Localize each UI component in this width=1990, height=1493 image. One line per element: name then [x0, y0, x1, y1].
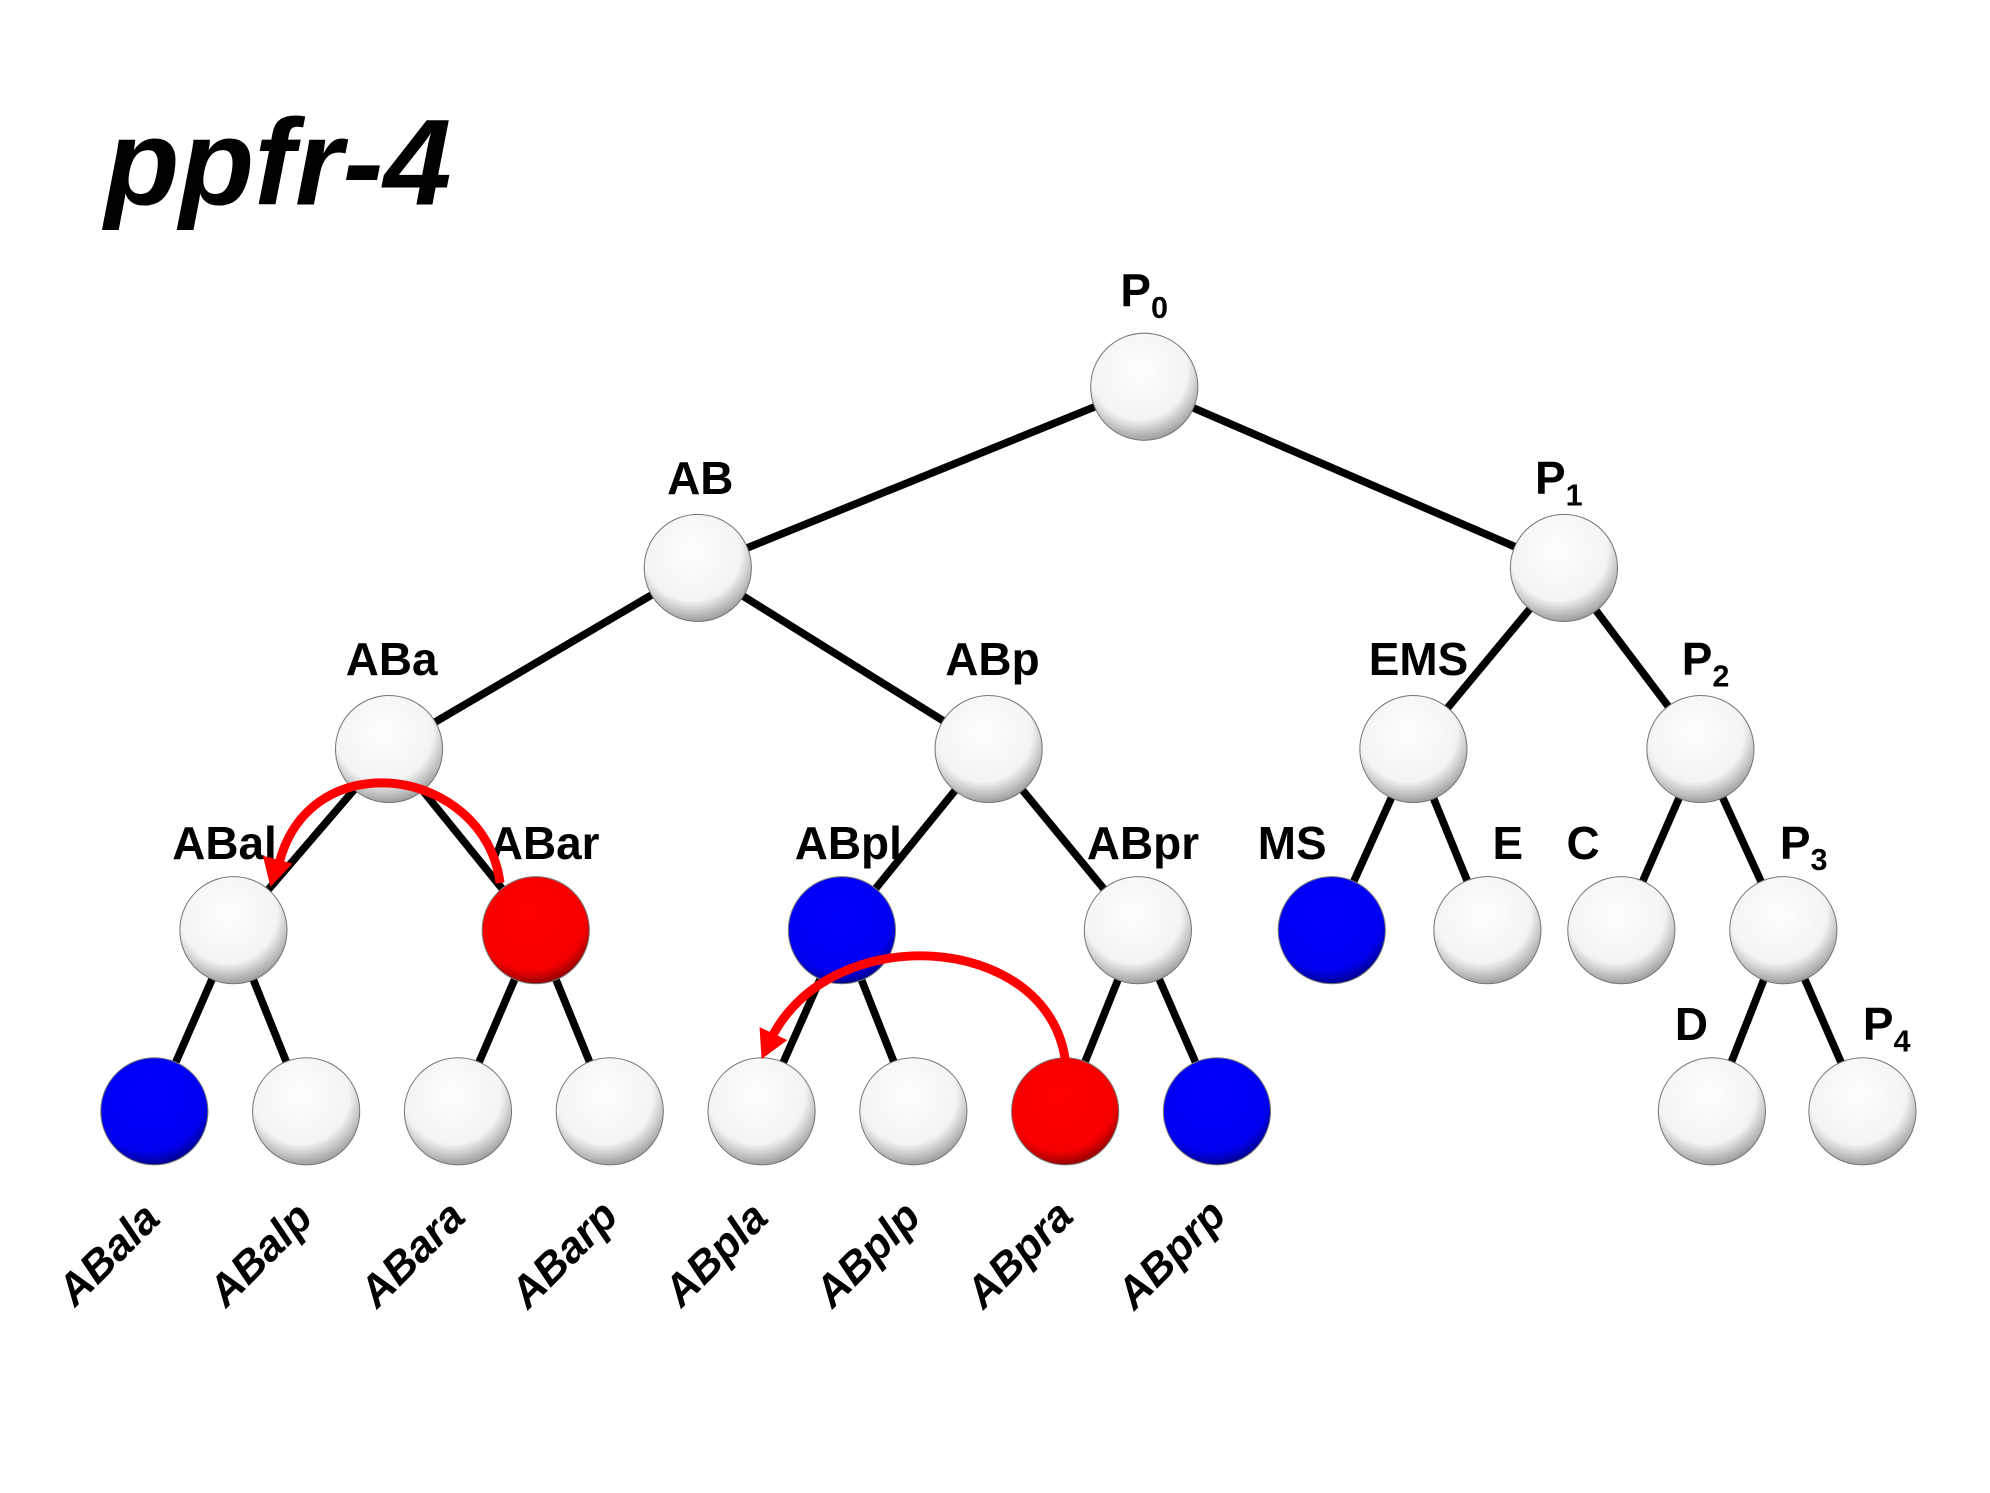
cell-label-ABpra: ABpra [956, 1192, 1083, 1319]
cell-ABalp [252, 1057, 361, 1166]
cell-label-EMS: EMS [1369, 633, 1468, 685]
lineage-edge-AB-ABp [695, 564, 991, 753]
cell-D [1657, 1057, 1766, 1166]
cell-MS [1277, 876, 1386, 985]
lineage-edge-P0-P1 [1142, 383, 1566, 572]
cell-label-ABpr: ABpr [1087, 817, 1199, 869]
cell-ABprp [1162, 1057, 1272, 1166]
cell-AB [643, 513, 752, 622]
migration-arrow-ABar-to-ABal [273, 778, 505, 884]
cell-label-D: D [1675, 998, 1708, 1050]
cell-ABpla [707, 1057, 816, 1166]
cell-label-AB: AB [667, 452, 733, 504]
cell-E [1433, 876, 1542, 985]
cell-EMS [1359, 694, 1468, 804]
cell-label-E: E [1492, 817, 1523, 869]
cell-label-ABplp: ABplp [805, 1192, 930, 1317]
cell-P2 [1646, 694, 1755, 804]
cell-ABa [334, 694, 444, 804]
cell-label-ABar: ABar [490, 817, 600, 869]
cell-label-ABa: ABa [346, 633, 438, 685]
cell-P3 [1729, 876, 1838, 985]
cell-label-ABarp: ABarp [500, 1192, 627, 1319]
cell-ABala [100, 1057, 209, 1166]
cell-P0 [1090, 332, 1199, 441]
cell-label-P1: P1 [1535, 452, 1583, 512]
cell-label-C: C [1566, 817, 1599, 869]
cell-ABal [179, 876, 288, 985]
cell-ABarp [555, 1057, 664, 1166]
cell-ABp [934, 694, 1043, 804]
migration-arrow-ABpra-to-ABpla [766, 951, 1070, 1060]
cell-label-P0: P0 [1120, 264, 1168, 324]
cell-label-ABalp: ABalp [199, 1193, 322, 1316]
cell-ABar [481, 876, 590, 985]
cell-label-ABara: ABara [349, 1192, 474, 1317]
cell-ABpra [1011, 1057, 1120, 1166]
cell-ABplp [859, 1057, 968, 1166]
lineage-edge-P0-AB [696, 383, 1146, 572]
cell-label-MS: MS [1258, 817, 1327, 869]
cell-label-P4: P4 [1863, 998, 1911, 1058]
cell-P1 [1509, 513, 1619, 622]
cell-C [1567, 876, 1676, 985]
cell-P4 [1808, 1057, 1917, 1166]
lineage-edge-AB-ABa [387, 564, 700, 753]
diagram-title: ppfr-4 [102, 93, 452, 230]
cell-label-ABpl: ABpl [795, 817, 902, 869]
arrowhead-icon [262, 855, 293, 887]
arrowhead-icon [759, 1027, 788, 1060]
cell-ABpl [787, 876, 897, 985]
cell-label-ABprp: ABprp [1107, 1191, 1235, 1319]
cell-label-ABpla: ABpla [654, 1193, 777, 1316]
cell-label-ABal: ABal [172, 817, 277, 869]
cell-label-P3: P3 [1780, 817, 1828, 877]
cell-ABara [403, 1057, 513, 1166]
cell-label-ABala: ABala [48, 1194, 170, 1316]
cell-ABpr [1083, 876, 1192, 985]
cell-label-ABp: ABp [945, 633, 1039, 685]
cell-label-P2: P2 [1682, 633, 1730, 693]
